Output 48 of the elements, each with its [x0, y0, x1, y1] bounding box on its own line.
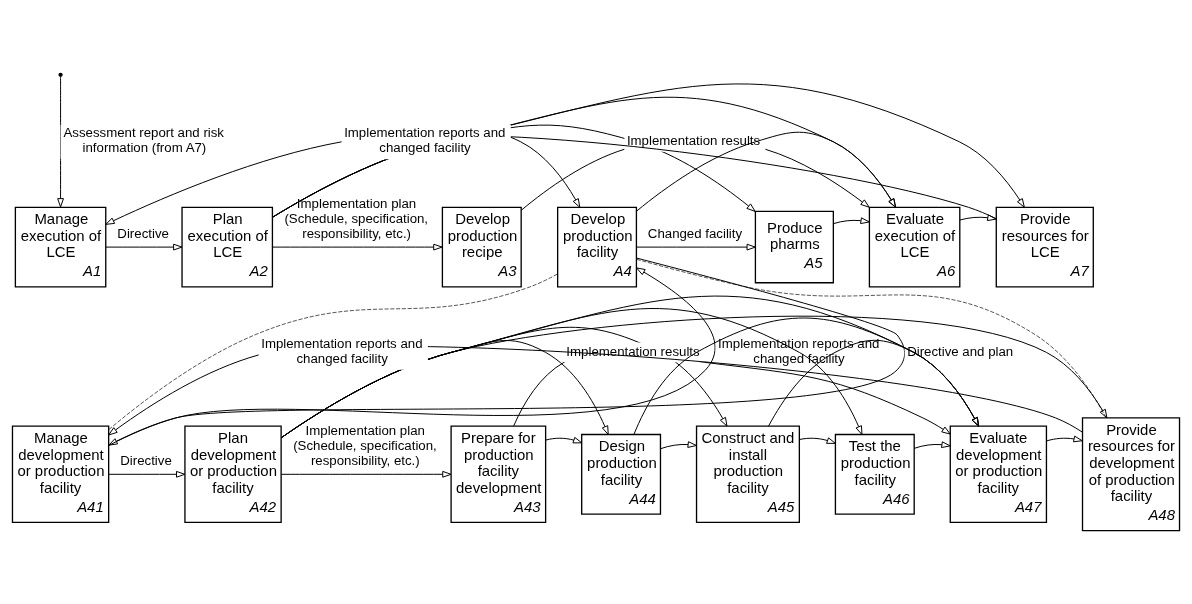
arrow: [280, 315, 1108, 439]
edge-label: Implementation reports and changed facility: [261, 336, 423, 367]
connector: [636, 259, 1107, 419]
edge-label: Implementation results: [566, 343, 700, 359]
node-box: Test the production facility A46: [834, 433, 915, 515]
node-box: Construct and install production facility A45: [695, 425, 800, 524]
arrow: [832, 217, 870, 225]
node-box: Prepare for production facility development A43: [450, 425, 547, 524]
arrow: [633, 317, 980, 435]
edge-label: Directive and plan: [907, 343, 1014, 359]
edge-label: Directive: [120, 453, 172, 469]
edge-label: Directive: [117, 225, 169, 241]
node-box: Produce pharms A5: [754, 210, 834, 284]
arrow: [108, 345, 1083, 436]
node-box: Evaluate development or production facility A47: [949, 425, 1048, 524]
arrow: [636, 131, 897, 212]
edge-label: Assessment report and risk information (from A7): [63, 125, 225, 156]
node-box: Provide resources for LCE A7: [995, 206, 1094, 288]
edge-label: Implementation plan (Schedule, specification, responsibility, etc.): [284, 195, 429, 241]
node-box: Design production facility A44: [581, 433, 662, 515]
arrow: [913, 441, 951, 449]
arrow: [636, 243, 756, 251]
arrow: [768, 339, 980, 427]
arrow: [799, 437, 836, 444]
arrow: [108, 257, 906, 446]
arrow: [108, 470, 186, 478]
node-box: Evaluate execution of LCE A6: [868, 206, 961, 288]
arrow: [105, 243, 183, 251]
edge-label: Changed facility: [647, 225, 743, 241]
arrow: [545, 436, 583, 444]
node-box: Plan development or production facility A42: [184, 425, 282, 524]
edge-label: Implementation results: [626, 132, 761, 148]
node-box: Plan execution of LCE A2: [181, 206, 274, 288]
arrow: [57, 75, 64, 208]
node-box: Develop production facility A4: [557, 206, 638, 288]
edge-label: Implementation reports and changed facility: [344, 125, 506, 156]
arrow: [959, 214, 997, 222]
node-box: Manage execution of LCE A1: [14, 206, 107, 288]
arrow: [660, 441, 697, 450]
node-box: Manage development or production facility A41: [11, 425, 110, 524]
node-box: Develop production recipe A3: [441, 206, 522, 288]
arrow: [280, 470, 452, 478]
arrow: [271, 243, 443, 251]
arrow: [108, 267, 716, 446]
edge-label: Implementation plan (Schedule, specification, responsibility, etc.): [293, 423, 437, 469]
connector: [108, 273, 558, 431]
node-box: Provide resources for development of production facility A48: [1081, 417, 1181, 532]
arrow: [1046, 435, 1083, 443]
